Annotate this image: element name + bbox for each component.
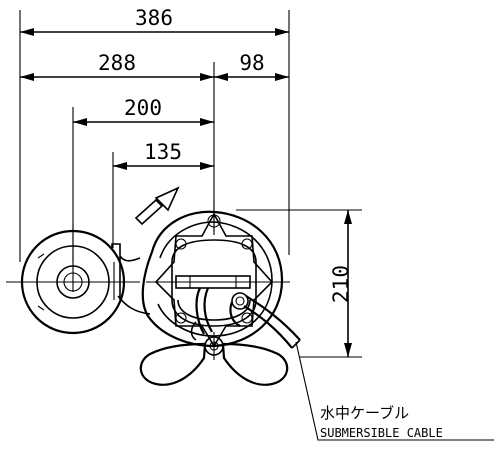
dimension-label-288: 288 xyxy=(98,51,136,75)
stand-left-foot xyxy=(139,342,207,386)
dimension-135: 135 xyxy=(112,140,214,248)
dimension-288-98: 288 98 xyxy=(20,51,289,235)
dimension-label-135: 135 xyxy=(144,140,182,164)
dimension-label-98: 98 xyxy=(239,51,264,75)
lifting-handle xyxy=(190,287,213,341)
dimension-386: 386 xyxy=(19,6,290,262)
dimension-210: 210 xyxy=(236,209,362,358)
motor-cover xyxy=(171,239,257,327)
cable-label-en: SUBMERSIBLE CABLE xyxy=(320,426,443,440)
dimension-label-200: 200 xyxy=(124,96,162,120)
dimension-200: 200 xyxy=(72,96,214,292)
cable-label-jp: 水中ケーブル xyxy=(320,404,409,422)
pump-casing xyxy=(141,210,284,348)
rotation-arrow-icon xyxy=(134,186,180,226)
stand-right-foot xyxy=(221,342,289,386)
dimension-label-386: 386 xyxy=(135,6,173,30)
dimension-label-210: 210 xyxy=(329,265,353,303)
cable-entry xyxy=(229,292,301,349)
center-lines xyxy=(6,200,290,283)
cable-callout: 水中ケーブル SUBMERSIBLE CABLE xyxy=(295,341,494,441)
